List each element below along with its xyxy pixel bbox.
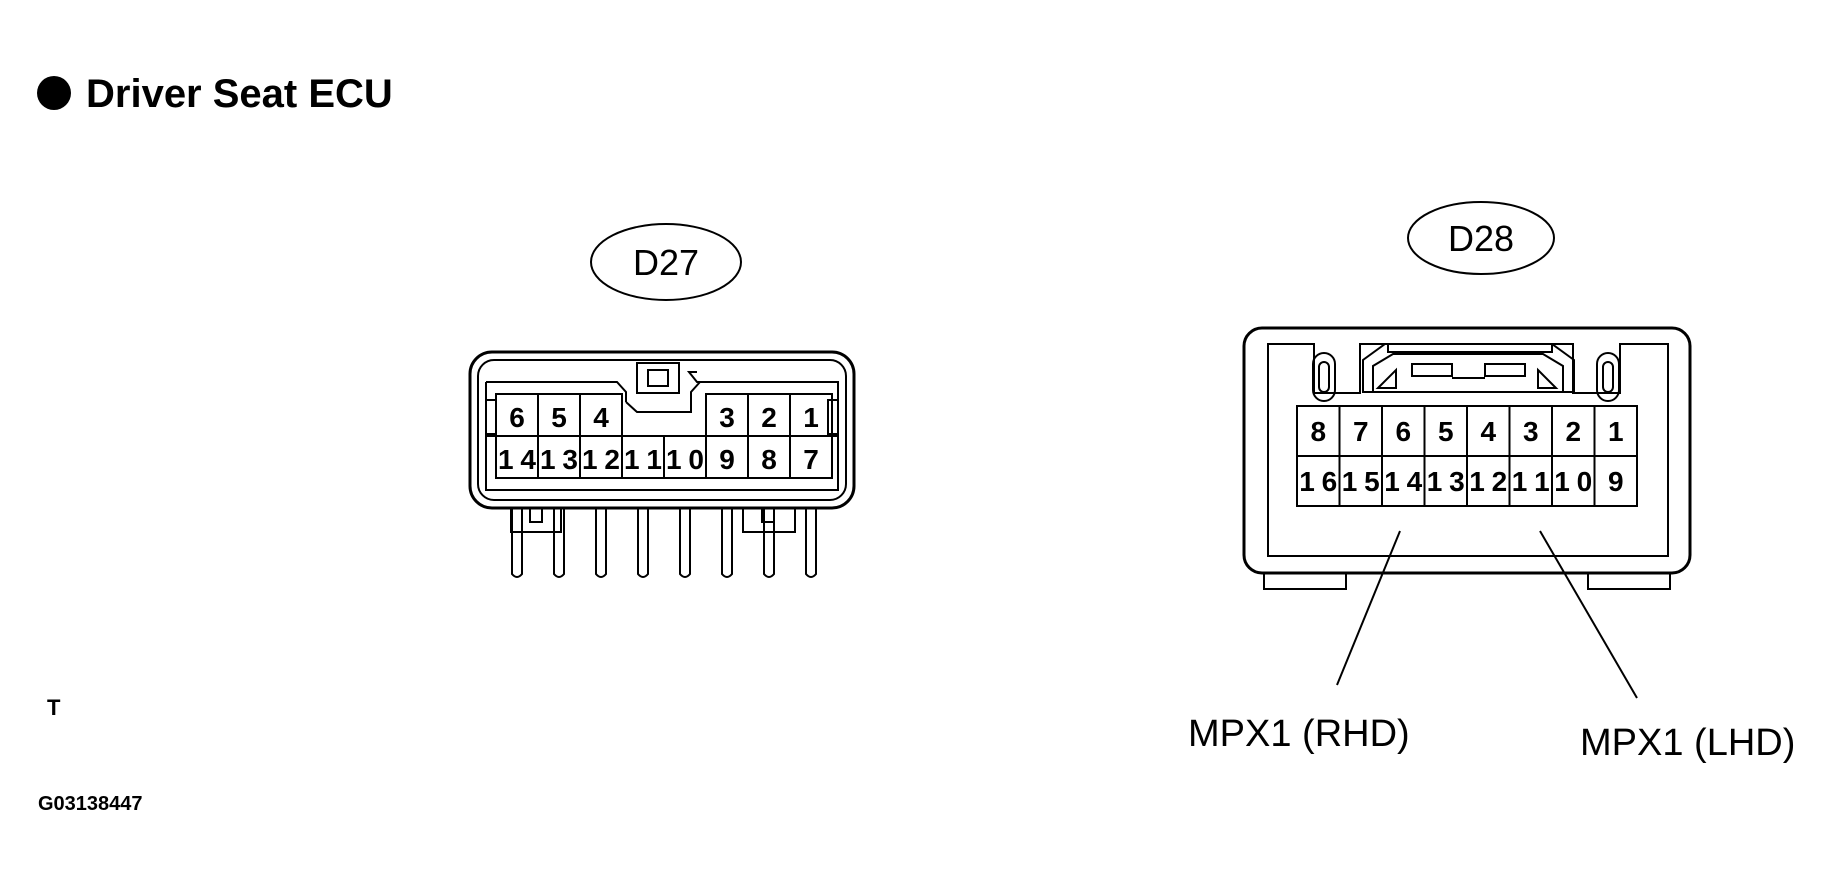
d28-latch-slot-right	[1484, 363, 1526, 377]
d28-pin-cell	[1593, 455, 1638, 507]
d27-latch-window	[647, 369, 669, 387]
d28-latch-triangle-left	[1375, 367, 1397, 389]
d27-terminal-pin	[553, 508, 565, 578]
page-title: Driver Seat ECU	[86, 72, 393, 116]
d27-pin-label: 8	[761, 444, 777, 475]
d28-label-oval	[1407, 201, 1555, 275]
d27-pin-label: 7	[803, 444, 819, 475]
d27-terminal-pin	[637, 508, 649, 578]
d27-pin-label: 4	[593, 402, 609, 433]
d27-terminal-pin	[511, 508, 523, 578]
d28-pin-label: 3	[1523, 416, 1539, 447]
callout-line-lhd	[1539, 530, 1638, 699]
d27-pin-label: 2	[761, 402, 777, 433]
d28-pin-label: 1	[1608, 416, 1624, 447]
d27-terminal-pin	[595, 508, 607, 578]
d27-pin-label: 11	[624, 444, 662, 475]
d28-pin-label: 5	[1438, 416, 1454, 447]
d27-latch	[636, 362, 680, 394]
callout-rhd: MPX1 (RHD)	[1188, 713, 1410, 755]
d28-pin-label: 13	[1427, 466, 1465, 497]
d28-latch-triangle-right	[1537, 367, 1559, 389]
d27-terminal-pin	[763, 508, 775, 578]
callout-line-rhd	[1336, 530, 1401, 686]
d28-pin-label: 14	[1384, 466, 1422, 497]
d28-rib-right-inner	[1602, 361, 1614, 393]
d28-label: D28	[1448, 218, 1514, 259]
d27-pin-label: 5	[551, 402, 567, 433]
d28-pin-label: 16	[1299, 466, 1337, 497]
d27-pin-label: 3	[719, 402, 735, 433]
d27-left-block-top	[486, 381, 627, 402]
d28-housing	[1242, 326, 1692, 575]
d28-pin-label: 2	[1565, 416, 1581, 447]
d27-pin-label: 9	[719, 444, 735, 475]
d27-pin-label: 10	[666, 444, 704, 475]
d28-pin-label: 7	[1353, 416, 1369, 447]
d28-rib-right	[1596, 352, 1620, 402]
d28-pin-label: 8	[1310, 416, 1326, 447]
d27-label: D27	[633, 242, 699, 283]
d27-terminals	[510, 507, 817, 578]
d27-terminal-pin	[805, 508, 817, 578]
d28-pin-label: 12	[1469, 466, 1507, 497]
d27-label-oval	[590, 223, 742, 301]
d27-pin-label: 13	[540, 444, 578, 475]
d28-foot-right	[1587, 572, 1671, 590]
d27-right-lock	[742, 507, 796, 533]
d27-pin-label: 12	[582, 444, 620, 475]
d27-terminal-pin	[721, 508, 733, 578]
d27-right-block-top	[690, 381, 701, 402]
d28-pin-label: 4	[1480, 416, 1496, 447]
d27-pin-label: 1	[803, 402, 819, 433]
d27-left-key	[485, 399, 497, 435]
d28-pin-label: 11	[1512, 466, 1550, 497]
d28-latch	[1362, 343, 1575, 393]
d27-housing	[468, 350, 856, 510]
d27-grid-outline	[485, 371, 839, 491]
figure-id: G03138447	[38, 793, 143, 815]
d27-terminal-pin	[679, 508, 691, 578]
d28-pin-label: 9	[1608, 466, 1624, 497]
d27-housing-inner	[477, 359, 847, 501]
callout-lhd: MPX1 (LHD)	[1580, 722, 1795, 764]
d28-rib-left-inner	[1318, 361, 1330, 393]
d28-pin-label: 10	[1554, 466, 1592, 497]
marker-text: T	[47, 695, 61, 720]
d27-pin-cell	[789, 435, 833, 479]
d27-pin-label: 14	[498, 444, 536, 475]
d28-pin-label: 6	[1395, 416, 1411, 447]
d27-pin-label: 6	[509, 402, 525, 433]
d28-foot-left	[1263, 572, 1347, 590]
title-bullet	[37, 76, 71, 110]
d28-rib-left	[1312, 352, 1336, 402]
d27-left-lock-hole	[529, 507, 543, 523]
d28-latch-inner	[1372, 353, 1564, 393]
d27-latch-notch	[625, 401, 692, 413]
d28-latch-slot-left	[1411, 363, 1453, 377]
d28-pin-label: 15	[1342, 466, 1380, 497]
